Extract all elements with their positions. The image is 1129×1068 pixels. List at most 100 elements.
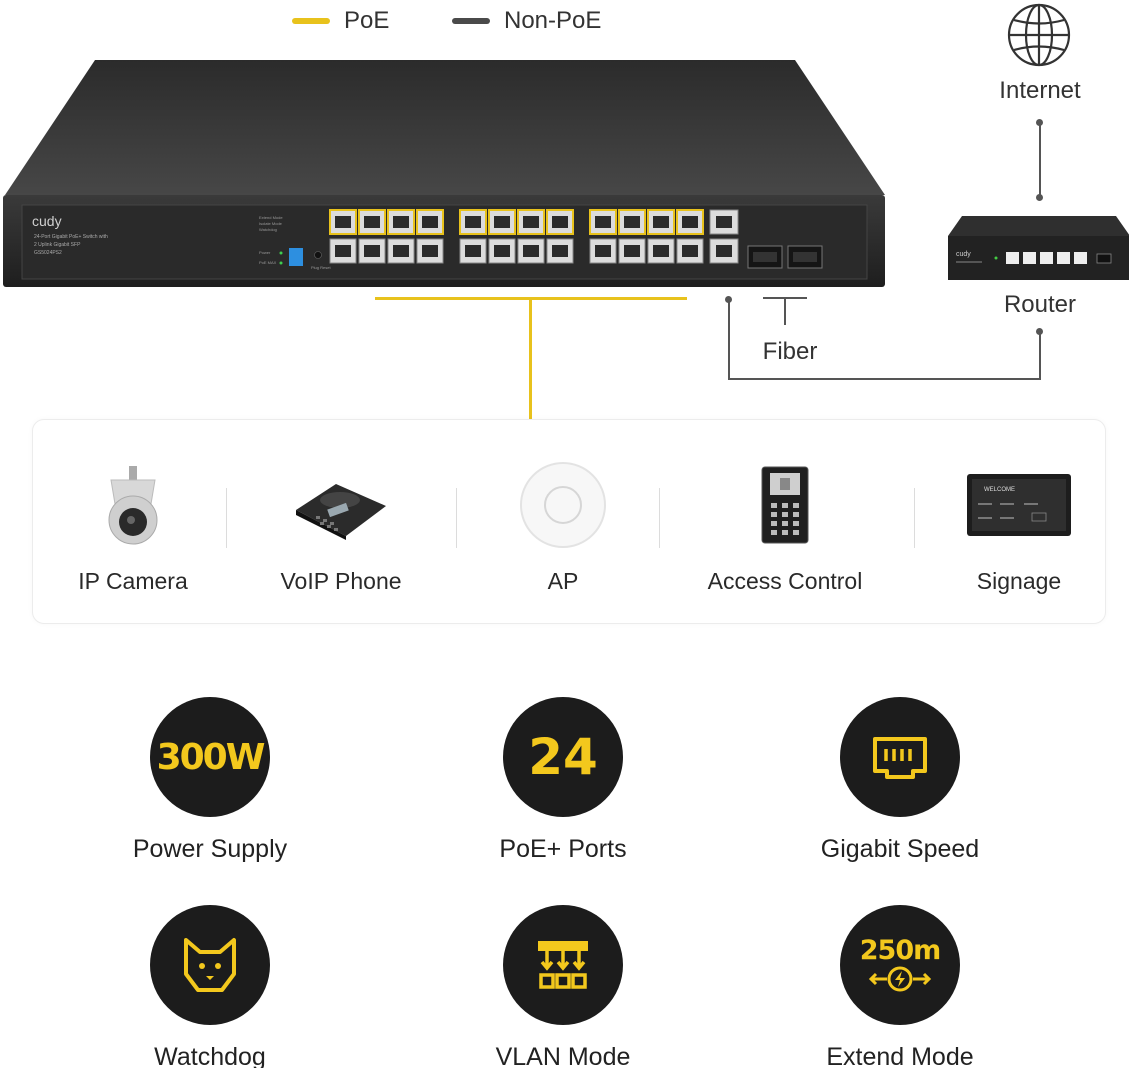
led-poemax-label: PoE MAX xyxy=(259,260,277,265)
vlan-tree-icon xyxy=(538,941,588,989)
switch-desc-1: 24-Port Gigabit PoE+ Switch with xyxy=(34,234,108,240)
poe-line xyxy=(529,299,532,420)
port-jack xyxy=(624,245,640,257)
legend-non-poe-swatch xyxy=(452,18,490,24)
legend-non-poe-label: Non-PoE xyxy=(504,7,602,34)
dip-label-2: Isolate Mode xyxy=(259,221,283,226)
port-jack xyxy=(595,216,611,228)
poe-switch: cudy 24-Port Gigabit PoE+ Switch with 2 … xyxy=(3,60,885,287)
dip-label-3: Watchdog xyxy=(259,227,277,232)
port-jack xyxy=(552,245,568,257)
signage-icon: WELCOME xyxy=(967,474,1071,536)
power-value: 300W xyxy=(156,736,266,778)
feature-extend-mode: 250m Extend Mode xyxy=(770,905,1030,1068)
voip-phone-label: VoIP Phone xyxy=(280,568,402,594)
internet-label: Internet xyxy=(999,77,1081,104)
access-point-icon xyxy=(520,462,606,548)
access-control-icon xyxy=(761,466,809,544)
port-jack xyxy=(523,216,539,228)
legend-poe: PoE xyxy=(292,6,389,36)
feature-circle xyxy=(150,905,270,1025)
vlan-mode-label: VLAN Mode xyxy=(495,1043,631,1068)
port-jack xyxy=(335,216,351,228)
device-ip-camera: IP Camera xyxy=(33,460,233,595)
switch-desc-2: 2 Uplink Gigabit SFP xyxy=(34,242,81,248)
device-separator xyxy=(914,488,915,548)
uplink-line xyxy=(728,300,730,380)
power-supply-label: Power Supply xyxy=(132,835,288,863)
poe-devices-panel: IP Camera VoIP Phone AP xyxy=(32,419,1106,624)
port-jack xyxy=(393,245,409,257)
port-jack xyxy=(552,216,568,228)
router-line-down xyxy=(1039,331,1041,380)
port-jack xyxy=(523,245,539,257)
led-power-label: Power xyxy=(259,250,271,255)
internet-router-line xyxy=(1039,122,1041,197)
switch-brand: cudy xyxy=(32,213,62,229)
uplink-dot xyxy=(725,296,732,303)
port-jack xyxy=(716,245,732,257)
device-access-point: AP xyxy=(463,460,663,595)
dip-label-1: Extend Mode xyxy=(259,215,283,220)
poemax-led xyxy=(279,261,283,265)
port-jack xyxy=(624,216,640,228)
ethernet-port-icon xyxy=(873,737,927,779)
router-switch-line xyxy=(728,378,1041,380)
feature-circle xyxy=(840,697,960,817)
port-jack xyxy=(422,245,438,257)
signage-label: Signage xyxy=(976,568,1062,594)
feature-poe-ports: 24 PoE+ Ports xyxy=(433,697,693,864)
poe-ports-label: PoE+ Ports xyxy=(499,835,627,863)
poe-port-19[interactable] xyxy=(618,209,646,235)
poe-bracket xyxy=(375,297,687,300)
legend-poe-label: PoE xyxy=(344,7,390,34)
port-jack xyxy=(682,216,698,228)
feature-gigabit-speed: Gigabit Speed xyxy=(770,697,1030,864)
port-jack xyxy=(653,216,669,228)
router-label: Router xyxy=(1003,291,1077,318)
ip-camera-label: IP Camera xyxy=(78,568,188,594)
port-jack xyxy=(465,245,481,257)
feature-vlan-mode: VLAN Mode xyxy=(433,905,693,1068)
internet-line-dot-bottom xyxy=(1036,194,1043,201)
feature-circle: 250m xyxy=(840,905,960,1025)
switch-model: GS5024PS2 xyxy=(34,250,62,256)
port-jack xyxy=(716,216,732,228)
ip-camera-icon xyxy=(108,466,158,545)
dog-face-icon xyxy=(184,938,236,992)
feature-power-supply: 300W Power Supply xyxy=(80,697,340,864)
poe-port-23[interactable] xyxy=(676,209,704,235)
extend-value: 250m xyxy=(859,935,941,966)
ports-value: 24 xyxy=(528,728,598,786)
dip-switch[interactable] xyxy=(289,248,303,266)
ap-label: AP xyxy=(547,568,579,594)
voip-phone-icon xyxy=(296,484,386,540)
watchdog-label: Watchdog xyxy=(154,1043,266,1068)
feature-circle: 300W xyxy=(150,697,270,817)
device-separator xyxy=(659,488,660,548)
legend-poe-swatch xyxy=(292,18,330,24)
power-led xyxy=(279,251,283,255)
signage-screen-text: WELCOME xyxy=(984,487,1015,493)
reset-label: Plug Reset xyxy=(311,265,331,270)
port-jack xyxy=(682,245,698,257)
router-brand: cudy xyxy=(956,251,971,258)
legend-non-poe: Non-PoE xyxy=(452,6,601,36)
device-separator xyxy=(226,488,227,548)
port-jack xyxy=(465,216,481,228)
sfp-port-2-slot xyxy=(793,252,817,262)
globe-icon xyxy=(1007,3,1071,67)
switch-faceplate xyxy=(21,204,868,280)
switch-top xyxy=(5,60,885,195)
port-jack xyxy=(422,216,438,228)
port-jack xyxy=(653,245,669,257)
fiber-label: Fiber xyxy=(762,338,818,365)
device-separator xyxy=(456,488,457,548)
device-voip-phone: VoIP Phone xyxy=(241,460,441,595)
extend-mode-label: Extend Mode xyxy=(826,1043,974,1068)
rj45-port-array xyxy=(329,209,739,264)
fiber-line xyxy=(784,297,786,325)
reset-button[interactable] xyxy=(314,251,322,259)
router-device: cudy xyxy=(948,216,1129,280)
gigabit-speed-label: Gigabit Speed xyxy=(820,835,980,863)
